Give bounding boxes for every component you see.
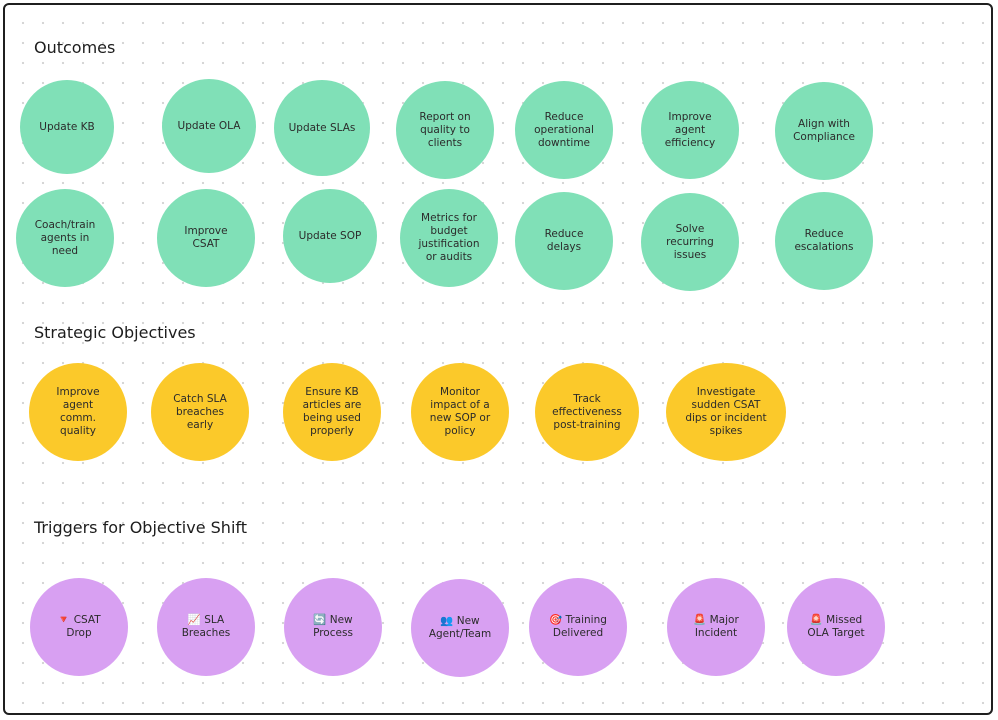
strategic-objective-bubble[interactable]: Track effectiveness post-training (535, 363, 639, 461)
outcome-bubble[interactable]: Align with Compliance (775, 82, 873, 180)
strategic-objective-bubble[interactable]: Catch SLA breaches early (151, 363, 249, 461)
trigger-bubble[interactable]: 🚨 Missed OLA Target (787, 578, 885, 676)
outcome-bubble[interactable]: Update SLAs (274, 80, 370, 176)
outcome-bubble[interactable]: Metrics for budget justification or audi… (400, 189, 498, 287)
canvas-board: Outcomes Strategic Objectives Triggers f… (3, 3, 993, 715)
outcome-bubble[interactable]: Reduce escalations (775, 192, 873, 290)
outcome-bubble[interactable]: Update SOP (283, 189, 377, 283)
trigger-bubble[interactable]: 🔻 CSAT Drop (30, 578, 128, 676)
trigger-bubble[interactable]: 🚨 Major Incident (667, 578, 765, 676)
outcome-bubble[interactable]: Improve agent efficiency (641, 81, 739, 179)
outcome-bubble[interactable]: Coach/train agents in need (16, 189, 114, 287)
outcome-bubble[interactable]: Reduce delays (515, 192, 613, 290)
strategic-objective-bubble[interactable]: Ensure KB articles are being used proper… (283, 363, 381, 461)
outcome-bubble[interactable]: Improve CSAT (157, 189, 255, 287)
strategic-objective-bubble[interactable]: Investigate sudden CSAT dips or incident… (666, 363, 786, 461)
section-title-triggers: Triggers for Objective Shift (34, 518, 248, 537)
section-title-outcomes: Outcomes (34, 38, 116, 57)
outcome-bubble[interactable]: Update KB (20, 80, 114, 174)
outcome-bubble[interactable]: Report on quality to clients (396, 81, 494, 179)
trigger-bubble[interactable]: 🔄 New Process (284, 578, 382, 676)
outcome-bubble[interactable]: Solve recurring issues (641, 193, 739, 291)
outcome-bubble[interactable]: Update OLA (162, 79, 256, 173)
trigger-bubble[interactable]: 👥 New Agent/Team (411, 579, 509, 677)
strategic-objective-bubble[interactable]: Monitor impact of a new SOP or policy (411, 363, 509, 461)
outcome-bubble[interactable]: Reduce operational downtime (515, 81, 613, 179)
strategic-objective-bubble[interactable]: Improve agent comm. quality (29, 363, 127, 461)
trigger-bubble[interactable]: 📈 SLA Breaches (157, 578, 255, 676)
trigger-bubble[interactable]: 🎯 Training Delivered (529, 578, 627, 676)
section-title-strategic-objectives: Strategic Objectives (34, 323, 196, 342)
